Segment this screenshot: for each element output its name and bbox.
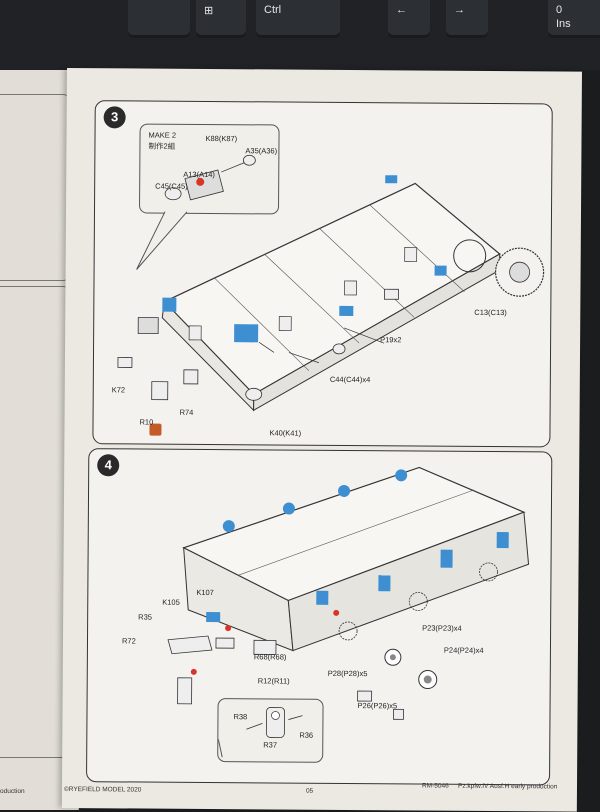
part-label-p24: P24(P24)x4 — [443, 645, 484, 655]
part-label-r12: R12(R11) — [257, 676, 290, 686]
part-label-r68: R68(R68) — [253, 652, 287, 662]
right-arrow-label: → — [454, 4, 465, 16]
part-label-r36: R36 — [299, 730, 314, 740]
left-arrow-label: ← — [396, 4, 407, 16]
footer-model-code: RM-5046 — [421, 782, 449, 790]
part-label-r38: R38 — [233, 712, 248, 722]
step-4-panel: 4 — [86, 448, 553, 786]
footer-page-number: 05 — [305, 787, 314, 795]
part-label-r37: R37 — [263, 740, 278, 750]
footer-model-name: Pz.kpfw.IV Ausf.H early production — [457, 782, 558, 791]
part-label-a13: A13(A14) — [183, 169, 215, 180]
step-3-panel: 3 MAKE 2 制作2組 — [92, 100, 553, 457]
footer-copyright: ©RYEFIELD MODEL 2020 — [63, 785, 142, 794]
step-4-drawing — [167, 466, 530, 720]
ins-key: 0 Ins — [548, 0, 600, 38]
ctrl-key: Ctrl — [256, 0, 340, 38]
part-label-r35: R35 — [138, 612, 152, 622]
part-label-r10: R10 — [139, 417, 154, 427]
instruction-page: 3 MAKE 2 制作2組 — [61, 68, 582, 812]
right-arrow-key: → — [446, 0, 488, 38]
ins-key-label: 0 — [556, 4, 563, 16]
part-label-r72: R72 — [121, 636, 136, 646]
ctrl-key-label: Ctrl — [264, 4, 282, 16]
part-label-k40: K40(K41) — [269, 428, 302, 438]
part-label-k72: K72 — [111, 385, 126, 395]
part-label-k107: K107 — [196, 587, 214, 598]
keyboard: ⊞ Ctrl ← → 0 Ins — [0, 0, 600, 70]
part-label-k105: K105 — [162, 597, 180, 607]
part-label-c44: C44(C44)x4 — [329, 374, 371, 385]
part-label-a35: A35(A36) — [245, 146, 278, 156]
part-label-p28: P28(P28)x5 — [327, 668, 368, 679]
part-label-p26: P26(P26)x5 — [357, 701, 398, 711]
part-label-k88: K88(K87) — [205, 133, 238, 144]
left-page-panel-2 — [0, 286, 71, 758]
left-page-panel-1 — [0, 94, 71, 281]
left-page-footer: oduction — [0, 788, 25, 795]
part-label-c13: C13(C13) — [474, 307, 507, 318]
part-label-c45: C45(C45) — [155, 181, 188, 191]
windows-key-icon: ⊞ — [204, 5, 214, 17]
part-label-r74: R74 — [179, 407, 194, 417]
left-arrow-key: ← — [388, 0, 430, 38]
ins-key-sub: Ins — [556, 18, 571, 30]
keyboard-key — [128, 0, 190, 38]
windows-key: ⊞ — [196, 0, 246, 38]
part-label-p23: P23(P23)x4 — [422, 623, 462, 633]
part-label-p19: P19x2 — [380, 335, 402, 345]
step-3-drawing — [117, 154, 545, 436]
step-4-detail-box — [217, 698, 324, 763]
step-4-detail-drawing — [217, 707, 303, 758]
